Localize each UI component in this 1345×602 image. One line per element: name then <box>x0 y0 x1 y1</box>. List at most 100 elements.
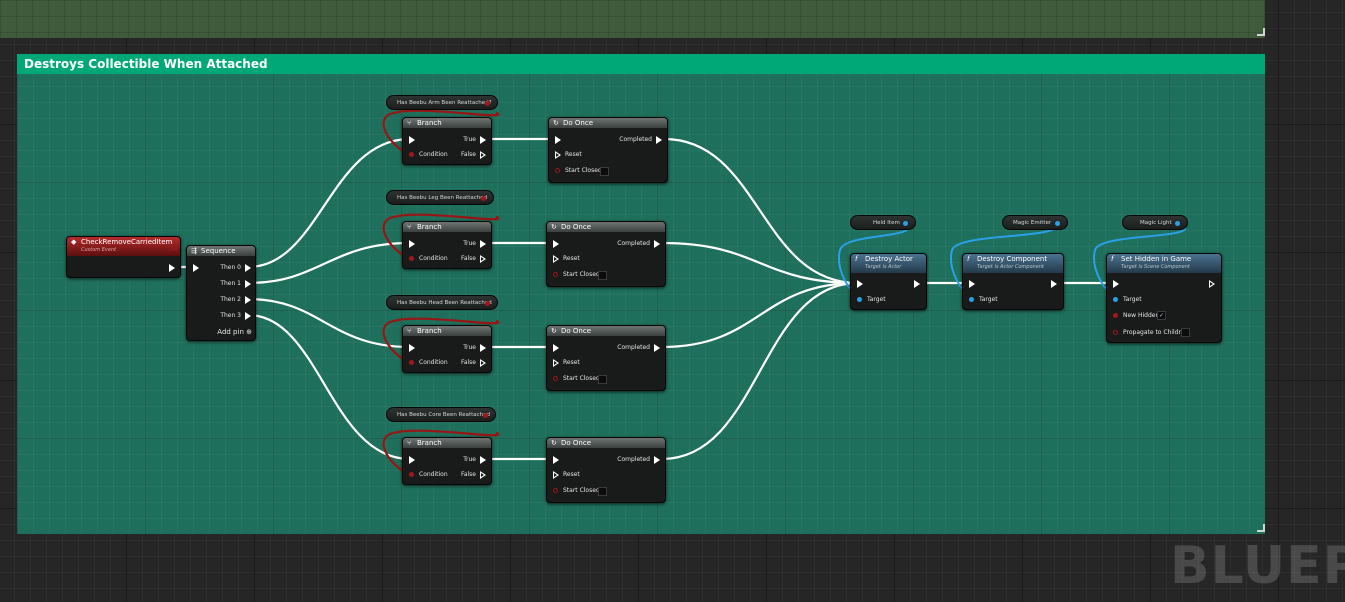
completed-pin[interactable] <box>656 136 662 144</box>
exec-in-pin[interactable] <box>555 136 561 144</box>
do-once-header[interactable]: ↻Do Once <box>547 438 665 448</box>
exec-in-pin[interactable] <box>409 240 415 248</box>
getter-arm[interactable]: Has Beebu Arm Been Reattached? <box>386 95 498 110</box>
set-hidden-header[interactable]: f Set Hidden in Game Target is Scene Com… <box>1107 254 1221 273</box>
then-3-pin[interactable] <box>245 312 251 320</box>
getter-leg-pin[interactable] <box>481 196 486 201</box>
getter-head-pin[interactable] <box>485 301 490 306</box>
destroy-component-node[interactable]: f Destroy Component Target is Actor Comp… <box>962 253 1064 310</box>
branch-node-arm[interactable]: ⑂Branch True Condition False <box>402 117 492 165</box>
getter-magic-light[interactable]: Magic Light <box>1122 215 1188 230</box>
custom-event-header[interactable]: ◆ CheckRemoveCarriedItem Custom Event <box>67 237 180 256</box>
false-pin[interactable] <box>480 359 486 367</box>
exec-in-pin[interactable] <box>553 240 559 248</box>
getter-held-item-pin[interactable] <box>903 221 908 226</box>
branch-header[interactable]: ⑂Branch <box>403 118 491 128</box>
start-closed-checkbox[interactable] <box>600 167 609 176</box>
then-2-pin[interactable] <box>245 296 251 304</box>
then-0-pin[interactable] <box>245 264 251 272</box>
false-pin[interactable] <box>480 255 486 263</box>
sequence-header[interactable]: ⇶ Sequence <box>187 246 255 256</box>
start-closed-pin[interactable] <box>553 376 558 381</box>
getter-magic-light-pin[interactable] <box>1175 221 1180 226</box>
exec-out-pin[interactable] <box>1051 280 1057 288</box>
set-hidden-in-game-node[interactable]: f Set Hidden in Game Target is Scene Com… <box>1106 253 1222 343</box>
condition-pin[interactable] <box>409 152 414 157</box>
do-once-node-head[interactable]: ↻Do Once Completed Reset Start Closed <box>546 325 666 391</box>
exec-in-pin[interactable] <box>193 264 199 272</box>
exec-in-pin[interactable] <box>857 280 863 288</box>
exec-in-pin[interactable] <box>409 344 415 352</box>
do-once-header[interactable]: ↻Do Once <box>549 118 667 128</box>
getter-leg[interactable]: Has Beebu Leg Been Reattached <box>386 190 494 205</box>
start-closed-pin[interactable] <box>555 168 560 173</box>
branch-node-core[interactable]: ⑂Branch True Condition False <box>402 437 492 485</box>
custom-event-node[interactable]: ◆ CheckRemoveCarriedItem Custom Event <box>66 236 181 278</box>
start-closed-pin[interactable] <box>553 272 558 277</box>
getter-core[interactable]: Has Beebu Core Been Reattached <box>386 407 496 422</box>
do-once-header[interactable]: ↻Do Once <box>547 326 665 336</box>
getter-arm-pin[interactable] <box>485 101 490 106</box>
then-1-pin[interactable] <box>245 280 251 288</box>
destroy-actor-header[interactable]: f Destroy Actor Target is Actor <box>851 254 926 273</box>
getter-head[interactable]: Has Beebu Head Been Reattached <box>386 295 498 310</box>
start-closed-checkbox[interactable] <box>598 487 607 496</box>
branch-node-head[interactable]: ⑂Branch True Condition False <box>402 325 492 373</box>
reset-pin[interactable] <box>555 151 561 159</box>
delegate-pin[interactable] <box>172 245 177 250</box>
false-pin[interactable] <box>480 471 486 479</box>
target-pin[interactable] <box>1113 297 1118 302</box>
comment-title[interactable]: Destroys Collectible When Attached <box>17 54 1265 74</box>
condition-pin[interactable] <box>409 472 414 477</box>
exec-in-pin[interactable] <box>553 456 559 464</box>
exec-out-pin[interactable] <box>1209 280 1215 288</box>
true-pin[interactable] <box>480 344 486 352</box>
do-once-node-arm[interactable]: ↻Do Once Completed Reset Start Closed <box>548 117 668 183</box>
start-closed-pin[interactable] <box>553 488 558 493</box>
getter-magic-emitter[interactable]: Magic Emitter <box>1002 215 1068 230</box>
comment-resize-handle[interactable] <box>1257 524 1265 532</box>
target-pin[interactable] <box>969 297 974 302</box>
branch-header[interactable]: ⑂Branch <box>403 222 491 232</box>
reset-pin[interactable] <box>553 471 559 479</box>
destroy-component-header[interactable]: f Destroy Component Target is Actor Comp… <box>963 254 1063 273</box>
getter-held-item[interactable]: Held Item <box>850 215 916 230</box>
exec-in-pin[interactable] <box>969 280 975 288</box>
condition-pin[interactable] <box>409 256 414 261</box>
exec-out-pin[interactable] <box>914 280 920 288</box>
exec-out-pin[interactable] <box>169 264 175 272</box>
comment-resize-handle-top[interactable] <box>1257 28 1265 36</box>
branch-header[interactable]: ⑂Branch <box>403 438 491 448</box>
start-closed-checkbox[interactable] <box>598 375 607 384</box>
reset-pin[interactable] <box>553 359 559 367</box>
branch-node-leg[interactable]: ⑂Branch True Condition False <box>402 221 492 269</box>
exec-in-pin[interactable] <box>409 456 415 464</box>
false-pin[interactable] <box>480 151 486 159</box>
target-pin[interactable] <box>857 297 862 302</box>
true-pin[interactable] <box>480 456 486 464</box>
getter-core-pin[interactable] <box>483 413 488 418</box>
completed-pin[interactable] <box>654 344 660 352</box>
branch-header[interactable]: ⑂Branch <box>403 326 491 336</box>
propagate-pin[interactable] <box>1113 330 1118 335</box>
do-once-header[interactable]: ↻Do Once <box>547 222 665 232</box>
exec-in-pin[interactable] <box>409 136 415 144</box>
start-closed-checkbox[interactable] <box>598 271 607 280</box>
completed-pin[interactable] <box>654 240 660 248</box>
reset-pin[interactable] <box>553 255 559 263</box>
sequence-node[interactable]: ⇶ Sequence Then 0 Then 1 Then 2 Then 3 A… <box>186 245 256 341</box>
exec-in-pin[interactable] <box>1113 280 1119 288</box>
do-once-node-leg[interactable]: ↻Do Once Completed Reset Start Closed <box>546 221 666 287</box>
condition-pin[interactable] <box>409 360 414 365</box>
completed-pin[interactable] <box>654 456 660 464</box>
exec-in-pin[interactable] <box>553 344 559 352</box>
propagate-checkbox[interactable] <box>1181 328 1190 337</box>
true-pin[interactable] <box>480 240 486 248</box>
destroy-actor-node[interactable]: f Destroy Actor Target is Actor Target <box>850 253 927 310</box>
new-hidden-pin[interactable] <box>1113 313 1118 318</box>
true-pin[interactable] <box>480 136 486 144</box>
add-pin-button[interactable]: Add pin ⊕ <box>217 328 252 336</box>
do-once-node-core[interactable]: ↻Do Once Completed Reset Start Closed <box>546 437 666 503</box>
getter-magic-emitter-pin[interactable] <box>1055 221 1060 226</box>
new-hidden-checkbox[interactable]: ✓ <box>1157 311 1166 320</box>
